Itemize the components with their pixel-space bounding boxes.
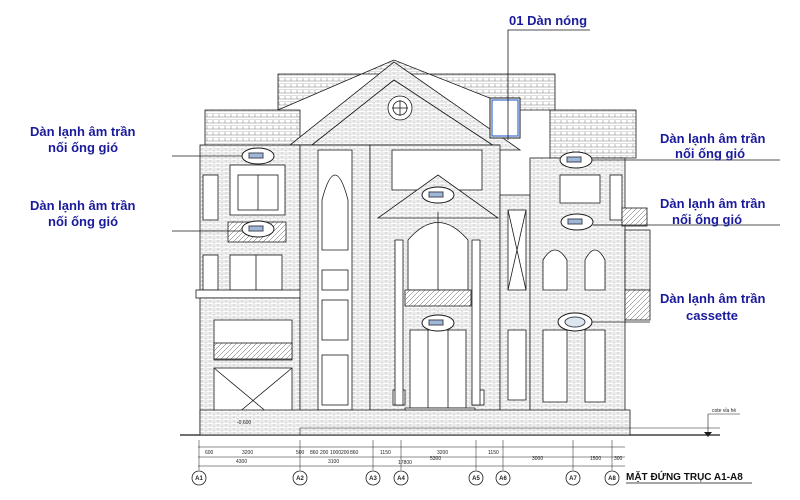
svg-text:A8: A8 [608,476,616,482]
outdoor-unit-label: 01 Dàn nóng [509,13,587,28]
level-mark: -0.600 [237,420,251,426]
indoor-unit-icon [421,314,455,332]
dimension-value: 5300 [430,456,441,462]
dimension-row-2: 4300 3100 5300 3000 1500 300 [236,456,623,465]
dimension-value: 500 [296,450,305,456]
axis-marker-a8: A8 [604,440,620,486]
dimension-value: 3100 [328,459,339,465]
svg-text:A2: A2 [296,476,304,482]
sidewalk-label: cote vỉa hè [712,407,736,414]
dimension-value: 3200 [242,450,253,456]
left-label-2-line2: nối ống gió [48,214,118,229]
dimension-value: 1150 [488,450,499,456]
left-label-2-line1: Dàn lạnh âm trần [30,198,136,213]
dimension-value: 200 [320,450,329,456]
axis-marker-a7: A7 [565,440,581,486]
svg-text:A5: A5 [472,476,480,482]
dimension-value: 3200 [437,450,448,456]
dimension-value: 300 [614,456,623,462]
svg-text:A4: A4 [397,476,405,482]
axis-marker-a2: A2 [292,440,308,486]
cassette-unit-icon [557,312,593,332]
axis-marker-a5: A5 [468,440,484,486]
dimension-value: 200 [341,450,350,456]
house-facade [180,59,720,436]
indoor-unit-icon [560,213,594,231]
annotations: 01 Dàn nóng Dàn lạnh âm trần nối ống gió… [30,13,766,323]
dimension-value: 1000 [330,450,341,456]
dimension-value: 860 [350,450,359,456]
dimension-value: 3000 [532,456,543,462]
axis-marker-a3: A3 [365,440,381,486]
svg-text:A6: A6 [499,476,507,482]
axis-marker-a4: A4 [393,440,409,486]
right-label-2-line2: nối ống gió [672,212,742,227]
indoor-unit-icon [241,147,275,165]
right-label-3-line2: cassette [686,308,738,323]
dimension-value: 1500 [590,456,601,462]
svg-text:A1: A1 [195,476,203,482]
axis-marker-a6: A6 [495,440,511,486]
left-label-1-line1: Dàn lạnh âm trần [30,124,136,139]
right-label-3-line1: Dàn lạnh âm trần [660,291,766,306]
dimension-value: 1150 [380,450,391,456]
svg-text:A3: A3 [369,476,377,482]
svg-text:A7: A7 [569,476,577,482]
right-label-2-line1: Dàn lạnh âm trần [660,196,766,211]
leader-lines [172,29,780,323]
outdoor-unit-icon [489,97,521,139]
indoor-unit-icon [421,186,455,204]
dimension-total: 17800 [398,460,412,466]
axis-marker-a1: A1 [191,440,207,486]
dimension-value: 4300 [236,459,247,465]
axis-markers: A1 A2 A3 A4 A5 A6 A7 A8 [191,440,620,486]
dimension-value: 860 [310,450,319,456]
dimension-lines [198,446,625,467]
right-label-1-line1: Dàn lạnh âm trần [660,131,766,146]
right-label-1-line2: nối ống gió [675,146,745,161]
left-roof [204,109,301,146]
indoor-unit-icon [559,151,593,169]
right-roof [549,109,637,159]
dimension-row-1: 60032005008602001000200860115032001150 [205,450,499,456]
dimension-value: 600 [205,450,214,456]
indoor-unit-icon [241,220,275,238]
level-marks: -0.600 cote vỉa hè [237,407,740,437]
left-label-1-line2: nối ống gió [48,140,118,155]
drawing-title: MẶT ĐỨNG TRỤC A1-A8 [626,470,743,483]
